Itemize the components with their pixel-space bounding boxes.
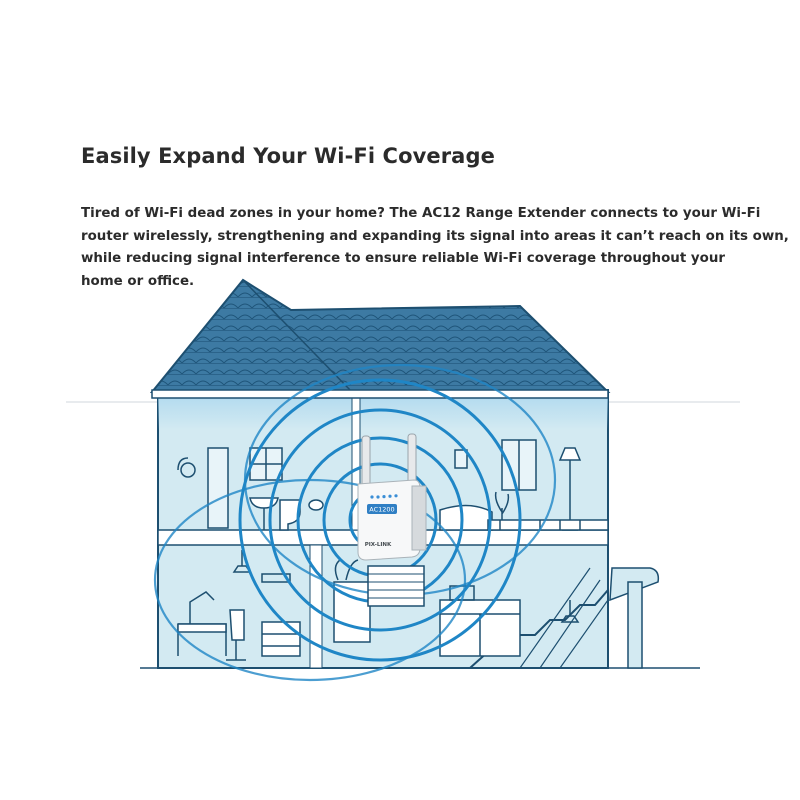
intro-line-4: home or office.	[81, 273, 195, 289]
kitchen-plant	[334, 559, 359, 581]
router-box	[367, 565, 425, 607]
range-extender-device: AC1200 PIX-LINK	[357, 433, 427, 561]
intro-line-1: Tired of Wi-Fi dead zones in your home? …	[81, 206, 761, 221]
intro-line-3: while reducing signal interference to en…	[81, 251, 725, 267]
device-body	[357, 479, 421, 561]
intro-paragraph: Tired of Wi-Fi dead zones in your home? …	[81, 203, 789, 293]
lounge-chair	[439, 504, 493, 531]
floor-lamp	[558, 447, 582, 461]
toilet	[279, 499, 301, 531]
roof-eave	[151, 389, 609, 399]
device-side	[411, 485, 427, 551]
roof	[149, 278, 611, 393]
filing-cabinet	[261, 621, 301, 657]
desk-lamp	[189, 591, 215, 624]
device-badge	[367, 504, 397, 514]
headline: Easily Expand Your Wi-Fi Coverage	[81, 144, 495, 168]
device-badge-text: AC1200	[369, 506, 394, 514]
ceiling-lamp	[232, 550, 252, 573]
intro-line-2: router wirelessly, strengthening and exp…	[81, 228, 789, 244]
hanging-light	[560, 600, 580, 623]
office-chair	[226, 609, 246, 661]
device-brand-text: PIX-LINK	[365, 542, 392, 548]
